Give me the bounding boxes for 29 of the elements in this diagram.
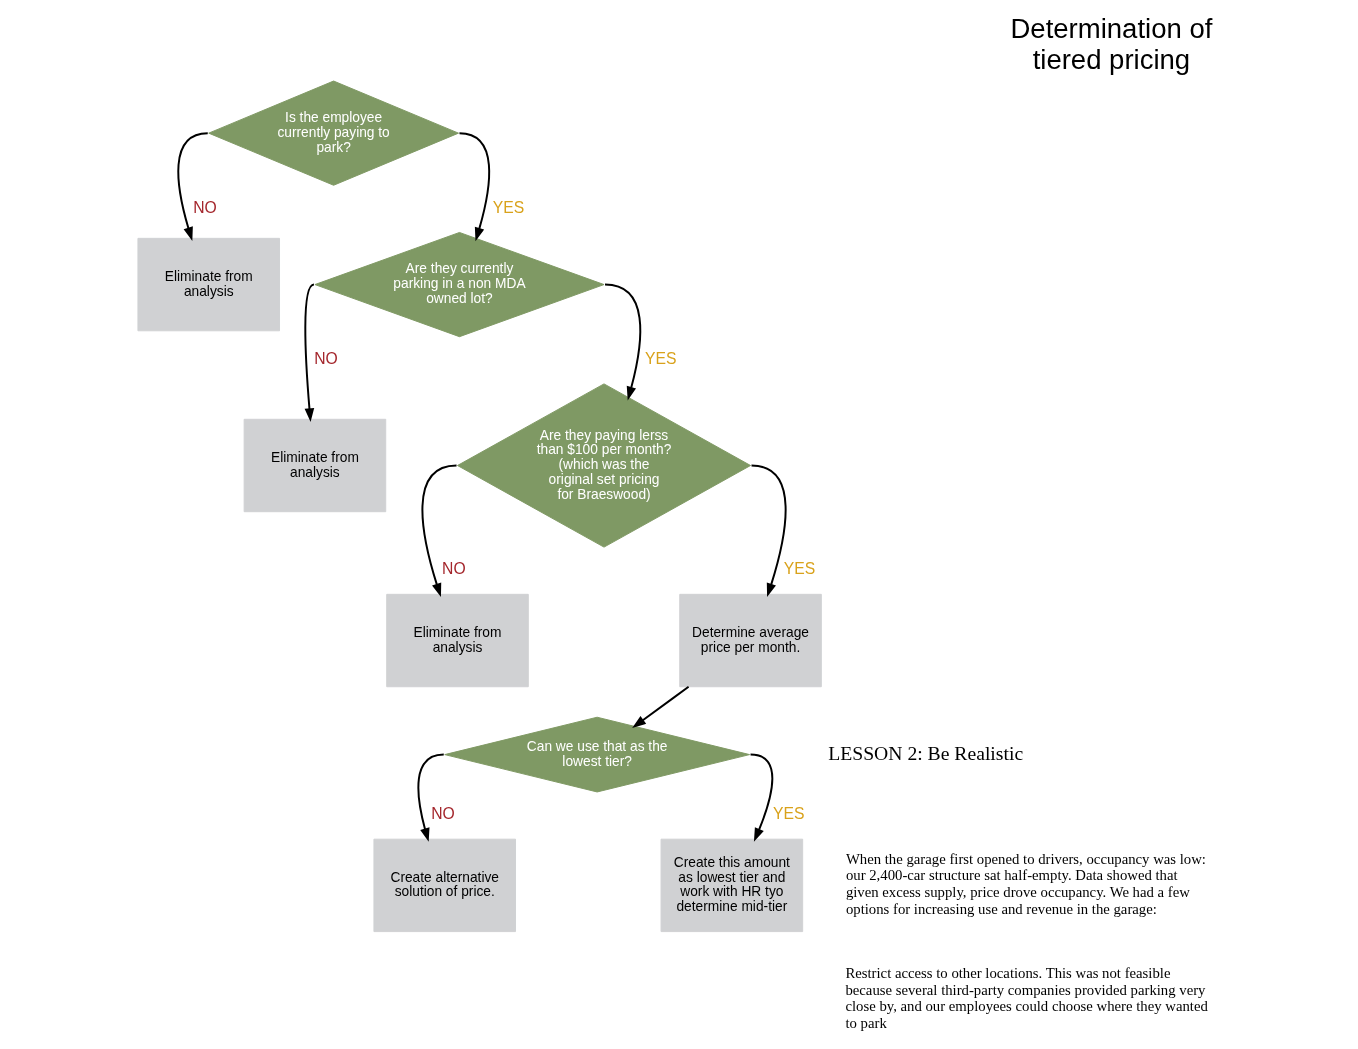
node-diamond: Are they currently parking in a non MDA owned lot? [314, 231, 605, 338]
arrow [177, 132, 209, 241]
arrow [421, 464, 458, 598]
edge-label: YES [492, 198, 525, 216]
node-box: Create this amount as lowest tier and work with HR tyo determine mid-tier [660, 838, 804, 933]
label: LESSON 2: Be Realistic [828, 741, 1024, 764]
node-box: Eliminate from analysis [243, 418, 387, 513]
arrow [632, 685, 690, 728]
node-box: Eliminate from analysis [137, 237, 280, 332]
arrow [417, 753, 445, 842]
edge-label: YES [645, 350, 677, 368]
node-diamond: Is the employee currently paying to park? [208, 80, 459, 186]
edge-label: NO [314, 350, 338, 368]
edge-label: NO [193, 198, 217, 216]
diagram-title: Determination of tiered pricing [1010, 13, 1213, 75]
edge-label: YES [783, 560, 816, 578]
arrow [458, 132, 491, 242]
arrow [749, 753, 774, 842]
arrow [304, 283, 315, 423]
arrow [750, 464, 787, 598]
edge-label: NO [442, 560, 466, 578]
node-box: Create alternative solution of price. [373, 838, 516, 933]
node-box: Eliminate from analysis [386, 593, 529, 688]
label: Restrict access to other locations. This was not feasible because several third-party companies provided parking very close by, and our employees could choose where they wanted to park [845, 964, 1208, 1031]
edge-label: YES [772, 805, 805, 823]
label: When the garage first opened to drivers, occupancy was low: our 2,400-car structure sat half-empty. Data showed that given excess supply, price drove occupancy. We had a few options for increasing use and revenue in the garage: [845, 850, 1206, 917]
arrow [604, 283, 642, 401]
edge-label: NO [431, 805, 455, 823]
node-box: Determine average price per month. [679, 593, 822, 688]
